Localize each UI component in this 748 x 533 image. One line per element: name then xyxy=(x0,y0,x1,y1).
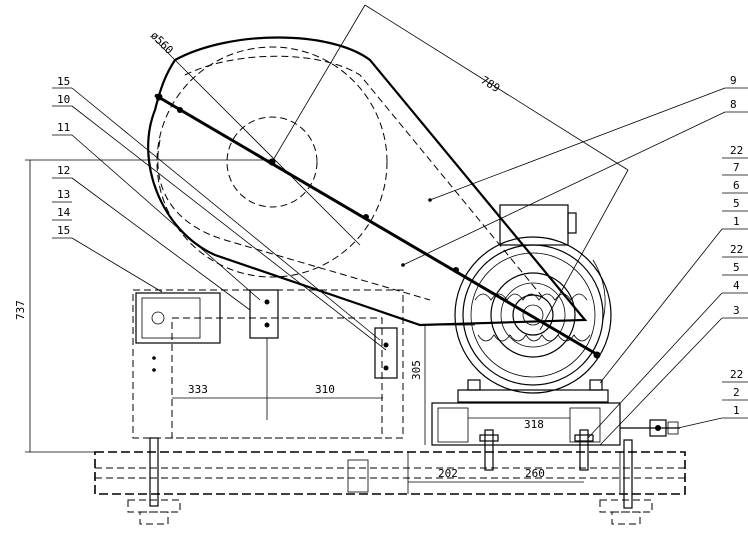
callouts-right: 9 8 22 7 6 5 1 22 5 4 3 22 2 1 xyxy=(402,74,748,446)
callout-15-bottom: 15 xyxy=(57,224,70,237)
callout-6: 6 xyxy=(733,179,740,192)
callout-12: 12 xyxy=(57,164,70,177)
callouts-left: 15 10 11 12 13 14 15 xyxy=(52,75,387,351)
motor xyxy=(454,204,612,403)
mid-span-label: 310 xyxy=(315,383,335,396)
callout-10: 10 xyxy=(57,93,70,106)
callout-3: 3 xyxy=(733,304,740,317)
callout-2: 2 xyxy=(733,386,740,399)
callout-1-b: 1 xyxy=(733,404,740,417)
rail-left-label: 202 xyxy=(438,467,458,480)
callout-9: 9 xyxy=(730,74,737,87)
bolts xyxy=(149,429,633,509)
callout-5-b: 5 xyxy=(733,261,740,274)
belt-length-label: 789 xyxy=(478,74,502,96)
pulley-diameter-label: ø560 xyxy=(148,29,176,57)
callout-22-a: 22 xyxy=(730,144,743,157)
callout-22-b: 22 xyxy=(730,243,743,256)
base-width-label: 318 xyxy=(524,418,544,431)
callout-14: 14 xyxy=(57,206,71,219)
base-rail xyxy=(94,451,686,495)
callout-5-a: 5 xyxy=(733,197,740,210)
callout-22-c: 22 xyxy=(730,368,743,381)
callout-11: 11 xyxy=(57,121,70,134)
callout-7: 7 xyxy=(733,161,740,174)
motor-height-label: 305 xyxy=(410,360,423,380)
callout-4: 4 xyxy=(733,279,740,292)
left-housing xyxy=(132,289,404,439)
callout-8: 8 xyxy=(730,98,737,111)
callout-15-top: 15 xyxy=(57,75,70,88)
motor-base: 318 xyxy=(431,402,621,446)
rail-right-label: 260 xyxy=(525,467,545,480)
belt-guard xyxy=(147,36,588,327)
tensioner xyxy=(620,419,680,437)
callout-1-a: 1 xyxy=(733,215,740,228)
belt-centerline xyxy=(154,93,599,357)
feet xyxy=(127,499,653,525)
overall-height-label: 737 xyxy=(14,300,27,320)
pulley-hub xyxy=(226,116,318,208)
callout-13: 13 xyxy=(57,188,70,201)
left-span-label: 333 xyxy=(188,383,208,396)
large-pulley xyxy=(156,46,388,278)
